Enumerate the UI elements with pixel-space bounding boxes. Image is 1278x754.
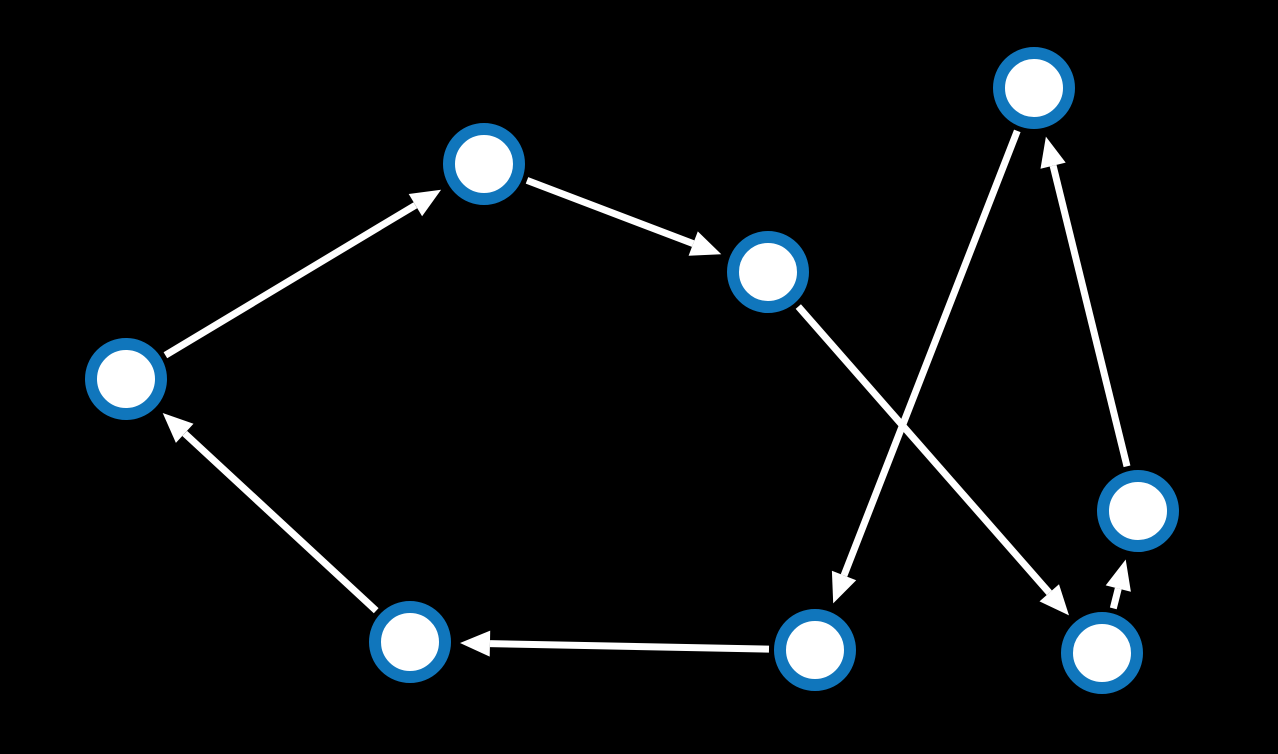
edge-arrowhead	[1039, 584, 1069, 616]
edges-layer	[162, 129, 1131, 657]
node-middle	[727, 231, 809, 313]
graph-edge-node-right-to-node-top-right	[1040, 136, 1131, 468]
edge-shaft	[163, 202, 418, 359]
edge-shaft	[1109, 587, 1122, 610]
graph-edge-node-upper-middle-to-node-middle	[525, 177, 722, 256]
node-upper-middle	[443, 123, 525, 205]
node-bottom-left	[369, 601, 451, 683]
nodes-layer	[85, 47, 1179, 694]
node-top-right	[993, 47, 1075, 129]
node-left	[85, 338, 167, 420]
edge-arrowhead	[162, 413, 194, 443]
edge-arrowhead	[408, 189, 442, 217]
graph-edge-node-bottom-right-to-node-right	[1105, 559, 1131, 610]
graph-edge-node-bottom-left-to-node-left	[162, 413, 379, 614]
edge-arrowhead	[688, 231, 722, 256]
edge-arrowhead	[460, 630, 491, 657]
node-right	[1097, 470, 1179, 552]
graph-edge-node-top-right-to-node-bottom-middle	[831, 129, 1021, 604]
edge-shaft	[489, 640, 770, 653]
edge-shaft	[1049, 164, 1131, 468]
edge-shaft	[840, 129, 1021, 577]
edge-shaft	[525, 177, 695, 247]
edge-arrowhead	[1040, 136, 1066, 169]
graph-edge-node-bottom-middle-to-node-bottom-left	[460, 630, 770, 657]
graph-edge-node-left-to-node-upper-middle	[163, 189, 442, 359]
edge-arrowhead	[831, 570, 857, 604]
node-bottom-middle	[774, 609, 856, 691]
edge-arrowhead	[1105, 559, 1131, 592]
edge-shaft	[182, 430, 379, 614]
edge-shaft	[795, 304, 1052, 596]
node-bottom-right	[1061, 612, 1143, 694]
graph-edge-node-middle-to-node-bottom-right	[795, 304, 1069, 616]
